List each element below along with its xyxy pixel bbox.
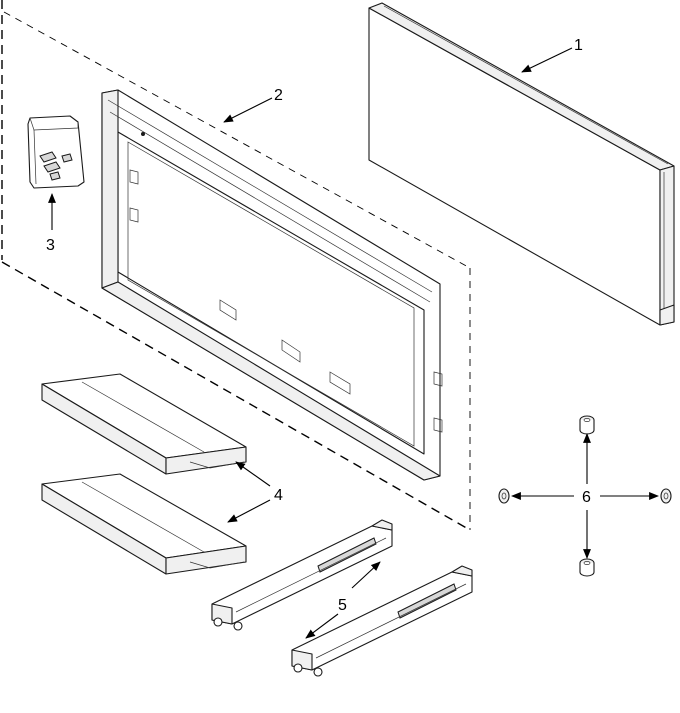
top-trim-panel — [368, 2, 675, 326]
assembly-boundary — [1, 0, 471, 531]
mounting-rail-lower — [291, 565, 473, 677]
leader-arrows — [48, 47, 659, 639]
callout-3: 3 — [46, 237, 55, 254]
grommets — [498, 415, 672, 577]
callout-4: 4 — [274, 487, 283, 504]
mounting-frame — [101, 89, 443, 481]
grommet-top — [579, 415, 595, 435]
callout-6: 6 — [582, 489, 591, 506]
filter-tray-upper — [41, 373, 247, 475]
hardware-bag — [27, 115, 85, 189]
callout-1: 1 — [574, 37, 583, 54]
grommet-bottom — [579, 558, 595, 577]
callout-2: 2 — [274, 87, 283, 104]
mounting-rail-upper — [211, 519, 393, 631]
callout-5: 5 — [338, 597, 347, 614]
grommet-left — [498, 488, 510, 504]
grommet-right — [660, 488, 672, 504]
filter-tray-lower — [41, 473, 247, 575]
